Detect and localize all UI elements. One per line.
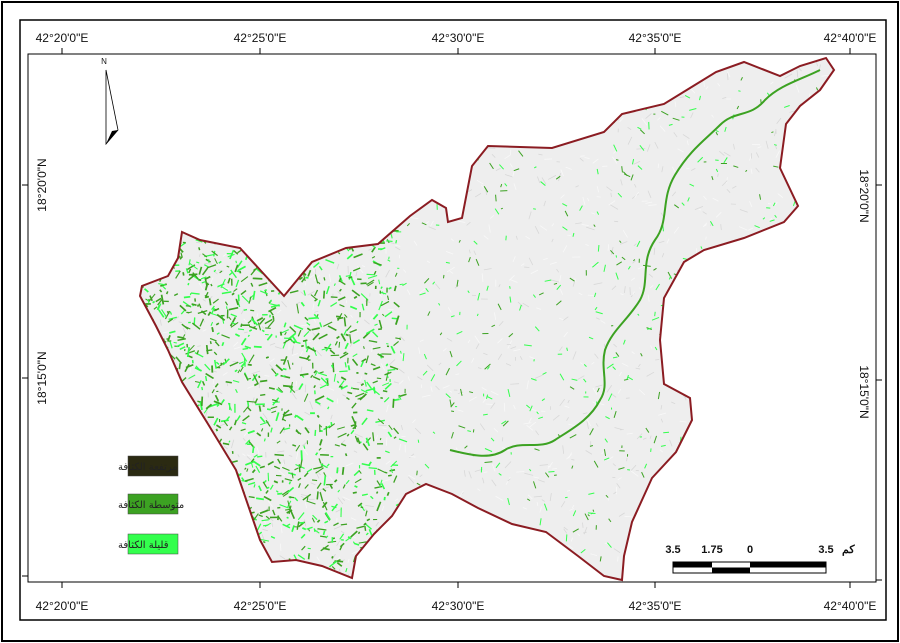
graticule-bottom-label: 42°40'0"E (824, 599, 877, 613)
scale-label: 0 (747, 544, 753, 556)
legend-swatch-medium (127, 493, 179, 515)
graticule-top-label: 42°40'0"E (824, 31, 877, 45)
graticule-left-label: 18°15'0"N (35, 351, 49, 404)
graticule-bottom-label: 42°20'0"E (36, 599, 89, 613)
graticule-bottom-label: 42°30'0"E (432, 599, 485, 613)
graticule-right-label: 18°15'0"N (857, 365, 871, 418)
north-arrow-icon: N (101, 57, 119, 146)
graticule-top-label: 42°30'0"E (432, 31, 485, 45)
graticule-top-label: 42°35'0"E (629, 31, 682, 45)
scale-bar: 3.5 1.75 0 3.5 كم (665, 544, 855, 574)
basin-fill (140, 58, 834, 580)
basin (138, 56, 836, 582)
scale-unit: كم (842, 544, 855, 556)
scale-label: 1.75 (701, 544, 722, 556)
north-label: N (101, 57, 107, 66)
graticule-top-labels: 42°20'0"E 42°25'0"E 42°30'0"E 42°35'0"E … (36, 31, 877, 45)
legend-label-high: مرتفعة الكثافة (118, 462, 178, 473)
scale-label: 3.5 (665, 544, 680, 556)
graticule-ticks (22, 48, 882, 588)
legend: مرتفعة الكثافة متوسطة الكثافة قليلة الكث… (118, 455, 184, 555)
graticule-right-labels: 18°20'0"N 18°15'0"N (857, 169, 871, 418)
data-frame (27, 53, 877, 583)
graticule-top-label: 42°20'0"E (36, 31, 89, 45)
legend-swatch-low (127, 533, 179, 555)
graticule-top-label: 42°25'0"E (234, 31, 287, 45)
scale-label: 3.5 (818, 544, 833, 556)
graticule-left-label: 18°20'0"N (35, 158, 49, 211)
graticule-bottom-label: 42°35'0"E (629, 599, 682, 613)
graticule-bottom-labels: 42°20'0"E 42°25'0"E 42°30'0"E 42°35'0"E … (36, 599, 877, 613)
map-neatline (19, 19, 887, 621)
legend-label-low: قليلة الكثافة (118, 540, 169, 551)
basin-boundary (138, 56, 836, 582)
graticule-right-label: 18°20'0"N (857, 169, 871, 222)
legend-label-medium: متوسطة الكثافة (118, 500, 184, 511)
graticule-left-labels: 18°20'0"N 18°15'0"N (35, 158, 49, 404)
graticule-bottom-label: 42°25'0"E (234, 599, 287, 613)
legend-swatch-high (127, 455, 179, 477)
